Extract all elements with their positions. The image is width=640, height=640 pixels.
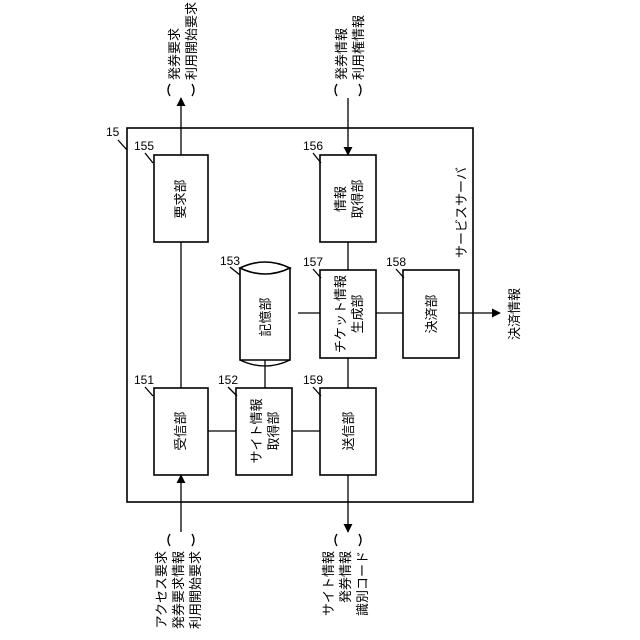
settlement-unit-number: 158: [386, 255, 406, 269]
storage-unit-leader: [230, 267, 240, 275]
site-acquire-unit-label-2: 取得部: [266, 411, 282, 450]
site-acquire-unit-number: 152: [218, 373, 238, 387]
ticket-gen-unit-label-1: チケット情報: [334, 275, 349, 353]
external-bottom-left-3: 利用開始要求: [189, 551, 204, 629]
external-top-left-1: 発券要求: [167, 28, 183, 80]
ticket-gen-unit-number: 157: [303, 255, 323, 269]
receive-unit-leader: [145, 387, 153, 396]
bracket-top-right: [335, 84, 361, 96]
info-acquire-unit-number: 156: [303, 139, 323, 153]
request-unit-number: 155: [134, 139, 154, 153]
external-bottom-right-3: 識別コード: [356, 551, 371, 616]
site-acquire-unit-label-1: サイト情報: [250, 398, 265, 463]
receive-unit-number: 151: [134, 373, 154, 387]
request-unit-leader: [145, 153, 153, 163]
external-right-1: 決済情報: [507, 288, 523, 340]
bracket-bottom-right: [335, 534, 361, 546]
settlement-unit-label: 決済部: [424, 294, 440, 333]
storage-unit-label: 記憶部: [258, 297, 274, 336]
external-bottom-left-1: アクセス要求: [155, 551, 170, 628]
external-top-left-2: 利用開始要求: [185, 2, 200, 80]
server-number: 15: [106, 125, 120, 139]
request-unit-label: 要求部: [174, 179, 189, 218]
storage-unit-number: 153: [220, 254, 240, 268]
info-acquire-unit-label-2: 取得部: [350, 179, 366, 218]
external-top-right-1: 発券情報: [334, 28, 350, 80]
send-unit-number: 159: [303, 373, 323, 387]
send-unit-label: 送信部: [342, 411, 357, 450]
server-leader-line: [118, 140, 127, 150]
external-top-right-2: 利用権情報: [351, 15, 367, 80]
external-bottom-right-1: サイト情報: [322, 551, 337, 616]
bracket-top-left: [168, 84, 194, 96]
ticket-gen-unit-label-2: 生成部: [351, 294, 366, 333]
info-acquire-unit-label-1: 情報: [334, 186, 349, 212]
receive-unit-label: 受信部: [174, 411, 189, 450]
external-bottom-right-2: 発券情報: [338, 551, 354, 603]
bracket-bottom-left: [168, 534, 194, 546]
server-title: サービスサーバ: [455, 167, 470, 258]
external-bottom-left-2: 発券要求情報: [171, 551, 187, 629]
